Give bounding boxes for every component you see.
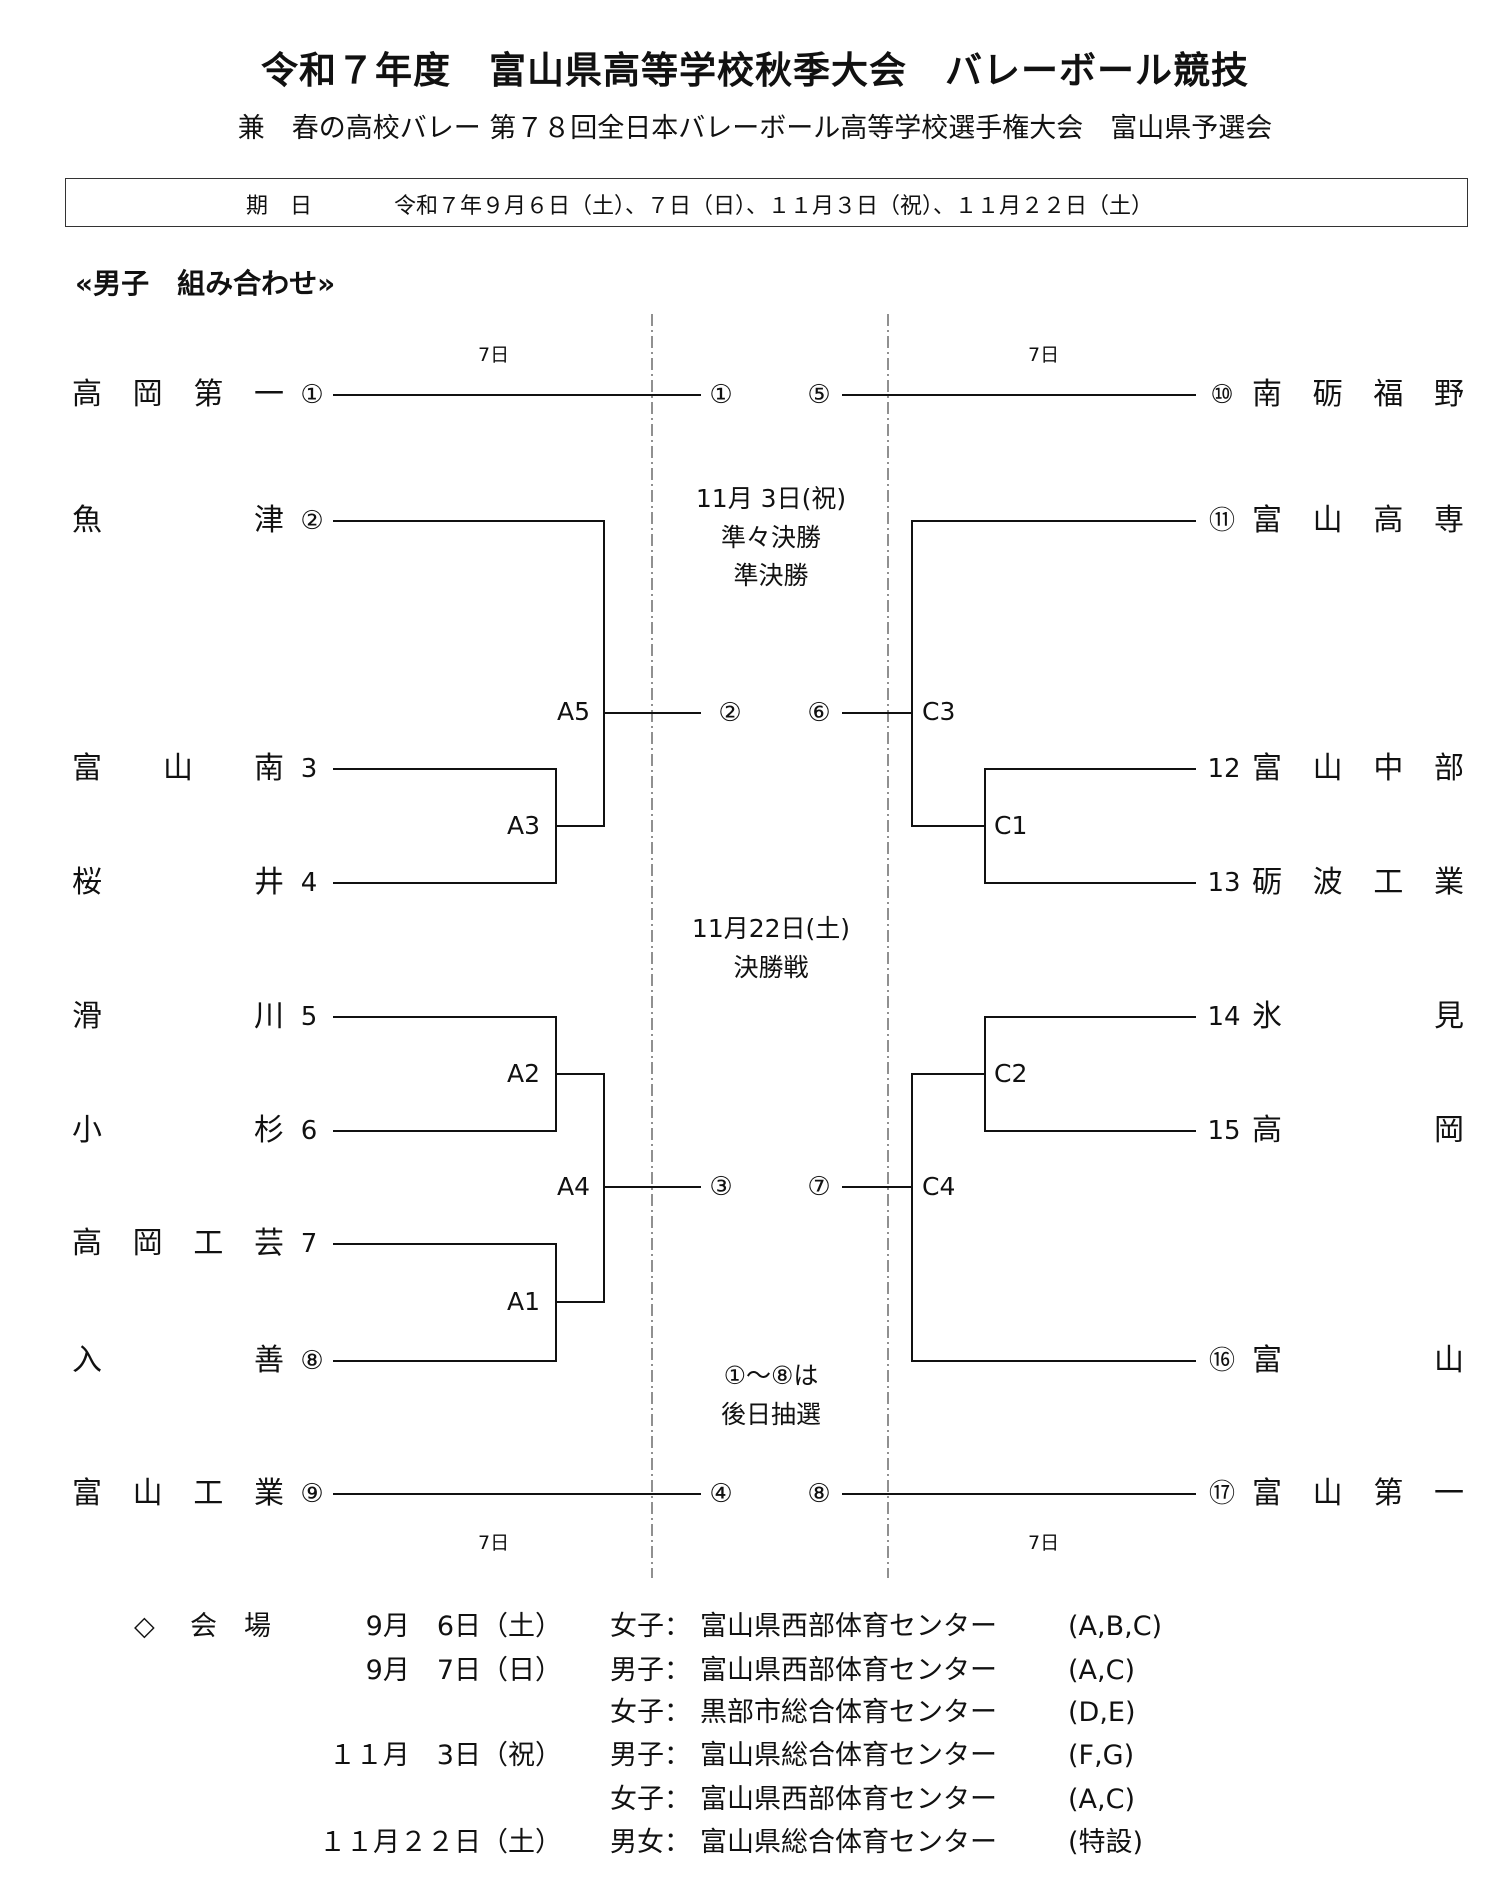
slot-marker: ⑤ <box>807 380 831 410</box>
semifinal-label: 準決勝 <box>733 561 809 590</box>
venue-place: 富山県総合体育センター <box>700 1740 997 1771</box>
team-seed: 3 <box>300 754 318 784</box>
team-seed: ② <box>300 506 324 536</box>
team-seed: 4 <box>300 868 318 898</box>
team-name: 富山南 <box>72 751 284 786</box>
venue-place: 富山県西部体育センター <box>700 1655 997 1686</box>
semis-date: 11月 3日(祝) <box>695 484 847 513</box>
venue-group: 女子： <box>610 1697 691 1728</box>
slot-marker: ④ <box>709 1479 733 1509</box>
slot-marker: ⑧ <box>807 1479 831 1509</box>
venue-date: 9月 7日（日） <box>365 1655 562 1686</box>
team-name: 高岡 <box>1252 1113 1464 1148</box>
team-name: 富山工業 <box>72 1476 284 1511</box>
venue-courts: (特設) <box>1068 1827 1144 1858</box>
team-name: 魚津 <box>72 503 284 538</box>
team-name: 小杉 <box>72 1113 284 1148</box>
venue-courts: (A,C) <box>1068 1655 1135 1686</box>
team-seed: 6 <box>300 1116 318 1146</box>
day-label: 7日 <box>478 344 510 366</box>
team-name: 滑川 <box>72 999 284 1034</box>
team-seed: ⑧ <box>300 1346 324 1376</box>
team-name: 南砺福野 <box>1252 377 1464 412</box>
venue-group: 女子： <box>610 1611 691 1642</box>
match-label: A1 <box>507 1287 541 1316</box>
venue-place: 富山県西部体育センター <box>700 1611 997 1642</box>
team-name: 入善 <box>72 1343 284 1378</box>
team-seed: 12 <box>1207 754 1241 784</box>
match-label: A4 <box>557 1172 591 1201</box>
day-label: 7日 <box>1028 344 1060 366</box>
team-seed: ⑨ <box>300 1479 324 1509</box>
venue-place: 富山県総合体育センター <box>700 1827 997 1858</box>
lottery-note: 後日抽選 <box>720 1400 821 1429</box>
venue-courts: (F,G) <box>1068 1740 1135 1771</box>
day-label: 7日 <box>478 1532 510 1554</box>
team-seed: ⑪ <box>1208 506 1235 536</box>
venue-group: 男子： <box>610 1740 691 1771</box>
slot-marker: ① <box>709 380 733 410</box>
final-date: 11月22日(土) <box>691 914 851 943</box>
page-subtitle: 兼 春の高校バレー 第７８回全日本バレーボール高等学校選手権大会 富山県予選会 <box>237 113 1273 144</box>
team-seed: ⑰ <box>1208 1479 1235 1509</box>
final-label: 決勝戦 <box>733 953 809 982</box>
venue-courts: (A,B,C) <box>1068 1611 1163 1642</box>
day-label: 7日 <box>1028 1532 1060 1554</box>
team-name: 桜井 <box>72 865 284 900</box>
slot-marker: ⑥ <box>807 698 831 728</box>
quarterfinal-label: 準々決勝 <box>720 523 821 552</box>
team-seed: ⑯ <box>1208 1346 1235 1376</box>
team-seed: ⑩ <box>1210 380 1234 410</box>
team-name: 富山高専 <box>1252 503 1464 538</box>
venue-courts: (D,E) <box>1068 1697 1136 1728</box>
team-name: 高岡第一 <box>72 377 284 412</box>
lottery-note: ①～⑧は <box>723 1361 819 1390</box>
match-label: C2 <box>994 1059 1028 1088</box>
match-label: A5 <box>557 697 591 726</box>
match-label: A2 <box>507 1059 541 1088</box>
diamond-icon: ◇ <box>134 1611 155 1642</box>
venue-place: 黒部市総合体育センター <box>700 1697 997 1728</box>
venue-courts: (A,C) <box>1068 1784 1135 1815</box>
slot-marker: ② <box>718 698 742 728</box>
team-seed: 5 <box>300 1002 318 1032</box>
team-seed: 15 <box>1207 1116 1241 1146</box>
slot-marker: ⑦ <box>807 1172 831 1202</box>
dates-value: 令和７年９月６日（土）、７日（日）、１１月３日（祝）、１１月２２日（土） <box>394 194 1154 219</box>
match-label: C4 <box>922 1172 956 1201</box>
round-dividers <box>651 314 889 1578</box>
team-seed: 14 <box>1207 1002 1241 1032</box>
venue-date: １１月２２日（土） <box>319 1827 562 1858</box>
team-seed: 13 <box>1207 868 1241 898</box>
section-title: «男子 組み合わせ» <box>75 267 336 300</box>
venue-group: 女子： <box>610 1784 691 1815</box>
team-name: 砺波工業 <box>1252 865 1464 900</box>
match-label: A3 <box>507 811 541 840</box>
slot-marker: ③ <box>709 1172 733 1202</box>
venue-place: 富山県西部体育センター <box>700 1784 997 1815</box>
dates-box: 期 日 令和７年９月６日（土）、７日（日）、１１月３日（祝）、１１月２２日（土） <box>65 178 1468 227</box>
bracket-left <box>333 394 701 1495</box>
venue-date: 9月 6日（土） <box>365 1611 562 1642</box>
team-name: 富山第一 <box>1252 1476 1464 1511</box>
venue-heading: 会 場 <box>190 1611 271 1642</box>
team-name: 富山中部 <box>1252 751 1464 786</box>
team-name: 富山 <box>1252 1343 1464 1378</box>
team-name: 高岡工芸 <box>72 1226 284 1261</box>
team-seed: ① <box>300 380 324 410</box>
team-seed: 7 <box>300 1229 318 1259</box>
venue-group: 男子： <box>610 1655 691 1686</box>
dates-label: 期 日 <box>246 194 313 219</box>
venue-group: 男女： <box>610 1827 691 1858</box>
match-label: C1 <box>994 811 1028 840</box>
team-name: 氷見 <box>1252 999 1464 1034</box>
page-title: 令和７年度 富山県高等学校秋季大会 バレーボール競技 <box>261 49 1249 92</box>
match-label: C3 <box>922 697 956 726</box>
bracket-right <box>842 394 1196 1495</box>
venue-date: １１月 3日（祝） <box>328 1740 562 1771</box>
